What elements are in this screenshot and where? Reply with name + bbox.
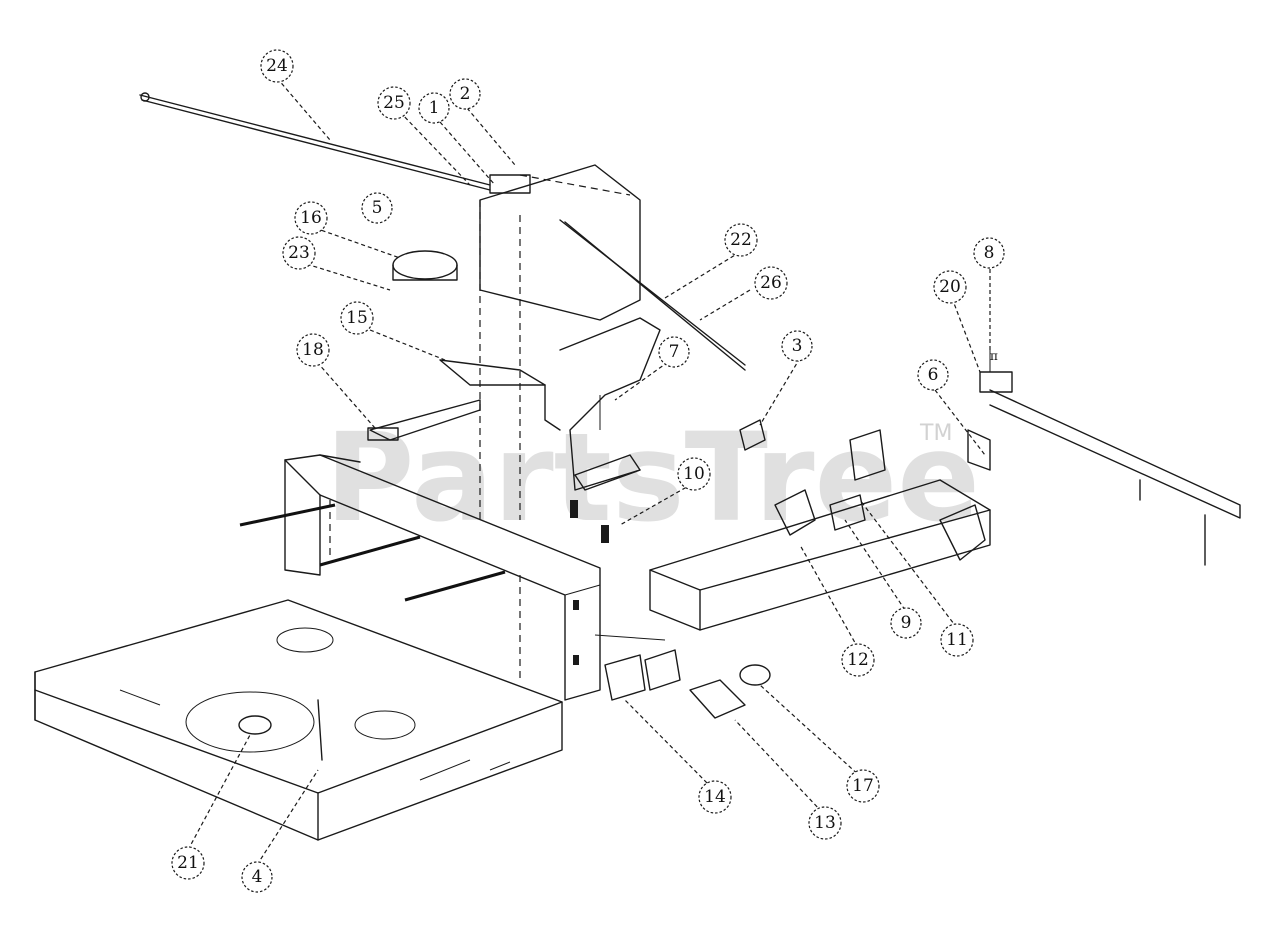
svg-text:22: 22 [730,230,752,250]
callout-2[interactable]: 2 [449,78,481,110]
control-rods [139,92,746,371]
callout-4[interactable]: 4 [241,861,273,893]
callout-22[interactable]: 22 [724,223,758,257]
tank-box [479,164,661,520]
svg-text:23: 23 [288,243,310,263]
callout-20[interactable]: 20 [933,270,967,304]
svg-text:15: 15 [346,308,368,328]
svg-text:17: 17 [852,776,874,796]
callout-5[interactable]: 5 [361,192,393,224]
svg-text:24: 24 [266,56,288,76]
callout-6[interactable]: 6 [917,359,949,391]
callout-18[interactable]: 18 [296,333,330,367]
svg-text:18: 18 [302,340,324,360]
svg-text:25: 25 [383,93,405,113]
callout-3[interactable]: 3 [781,330,813,362]
svg-text:10: 10 [683,464,705,484]
svg-text:π: π [990,349,998,363]
watermark-text: PartsTree [325,407,980,549]
frame-block [284,454,601,701]
svg-text:21: 21 [177,853,199,873]
callout-7[interactable]: 7 [658,336,690,368]
svg-text:8: 8 [984,243,995,263]
component-3 [739,419,766,451]
leader-lines [187,77,991,866]
svg-text:16: 16 [300,208,322,228]
callout-14[interactable]: 14 [698,780,732,814]
svg-text:13: 13 [814,813,836,833]
callout-13[interactable]: 13 [808,806,842,840]
svg-text:3: 3 [792,336,803,356]
callout-21[interactable]: 21 [171,846,205,880]
svg-text:12: 12 [847,650,869,670]
callout-25[interactable]: 25 [377,86,411,120]
component-17 [739,664,771,686]
callout-16[interactable]: 16 [294,201,328,235]
callout-23[interactable]: 23 [282,236,316,270]
svg-text:6: 6 [928,365,939,385]
callouts: 24 25 1 2 5 16 23 22 26 8 20 15 7 3 6 18… [171,49,1005,893]
callout-12[interactable]: 12 [841,643,875,677]
svg-text:7: 7 [669,342,680,362]
component-13 [689,679,746,719]
component-14 [594,634,681,701]
component-21 [238,715,272,735]
callout-10[interactable]: 10 [677,457,711,491]
right-beam [649,479,991,631]
callout-11[interactable]: 11 [940,623,974,657]
deck-plate [34,599,563,841]
rail-bars [239,503,506,602]
callout-1[interactable]: 1 [418,92,450,124]
component-16 [392,250,458,281]
svg-text:9: 9 [901,613,912,633]
callout-17[interactable]: 17 [846,769,880,803]
bracket-15 [367,359,561,441]
svg-text:14: 14 [704,787,726,807]
callout-9[interactable]: 9 [890,607,922,639]
callout-24[interactable]: 24 [260,49,294,83]
svg-text:26: 26 [760,273,782,293]
svg-text:2: 2 [460,84,471,104]
watermark: PartsTree TM [325,407,980,549]
component-9-11-12 [774,429,886,536]
svg-text:20: 20 [939,277,961,297]
callout-8[interactable]: 8 [973,237,1005,269]
rod-4 [317,699,323,761]
watermark-trademark: TM [919,421,952,446]
callout-26[interactable]: 26 [754,266,788,300]
far-right-arm: π [967,349,1241,566]
svg-text:5: 5 [372,198,383,218]
plate-10 [570,454,641,543]
callout-15[interactable]: 15 [340,301,374,335]
svg-text:1: 1 [429,98,440,118]
svg-text:4: 4 [252,867,263,887]
svg-text:11: 11 [946,630,968,650]
